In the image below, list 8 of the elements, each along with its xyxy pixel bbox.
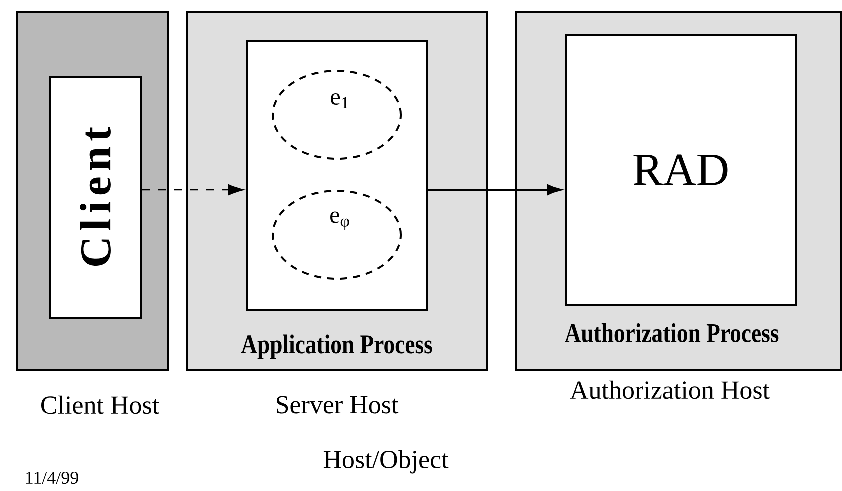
date-label: 11/4/99 bbox=[26, 472, 78, 484]
process-box: RAD bbox=[565, 34, 797, 306]
client-box: Client bbox=[49, 76, 142, 319]
caption-text: Host/Object bbox=[324, 450, 449, 474]
arrow bbox=[142, 184, 244, 196]
node-label: Authorization Host bbox=[570, 380, 770, 400]
node-label: Client Host bbox=[41, 396, 160, 414]
node-label: Server Host bbox=[277, 396, 399, 414]
